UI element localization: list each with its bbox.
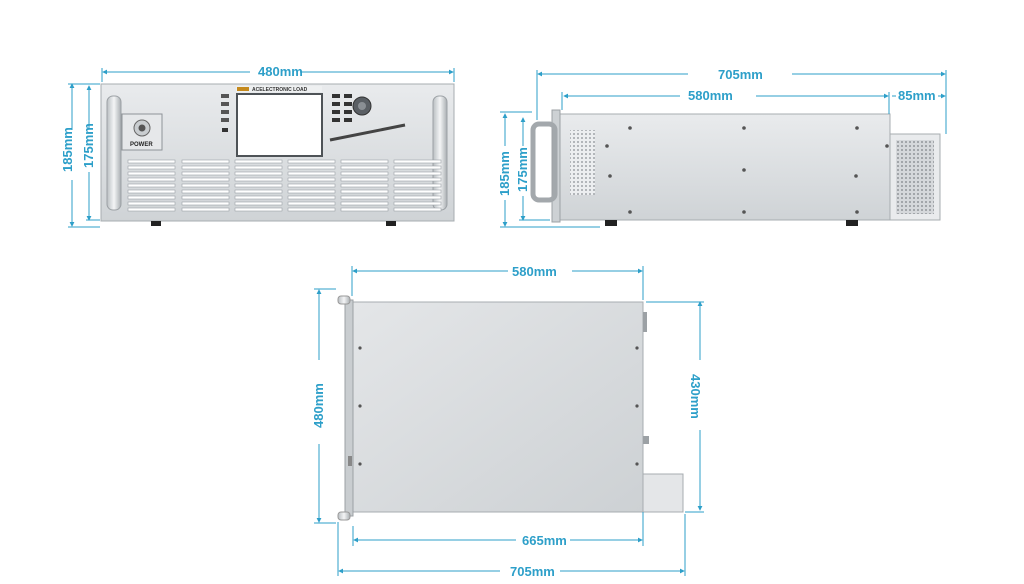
vent-slot bbox=[181, 159, 230, 164]
vent-slot bbox=[287, 201, 336, 206]
brand-label: ACELECTRONIC LOAD bbox=[252, 87, 308, 93]
vent-slot bbox=[393, 195, 442, 200]
vent-slot bbox=[393, 183, 442, 188]
side-view bbox=[530, 109, 941, 226]
vent-slot bbox=[181, 177, 230, 182]
vent-slot bbox=[287, 189, 336, 194]
top-body-length-label: 580mm bbox=[512, 264, 557, 279]
side-foot-left bbox=[605, 220, 617, 226]
vent-slot bbox=[340, 177, 389, 182]
top-fan-housing bbox=[642, 473, 684, 513]
front-foot-left bbox=[151, 221, 161, 226]
vent-slot bbox=[234, 165, 283, 170]
rear-vent-grid bbox=[896, 140, 934, 214]
side-rear-extension-label: 85mm bbox=[898, 88, 936, 103]
vent-slot bbox=[340, 159, 389, 164]
vent-slot bbox=[181, 207, 230, 212]
top-depth-label: 430mm bbox=[688, 374, 703, 419]
vent-slot bbox=[234, 183, 283, 188]
vent-slot bbox=[181, 171, 230, 176]
top-handle-lower bbox=[337, 511, 351, 521]
vent-slot bbox=[181, 183, 230, 188]
vent-slot bbox=[287, 177, 336, 182]
top-total-length-label: 705mm bbox=[510, 564, 555, 579]
top-screws bbox=[358, 346, 639, 466]
power-label: POWER bbox=[130, 142, 153, 148]
lcd-display bbox=[236, 93, 323, 157]
top-width-label: 480mm bbox=[311, 383, 326, 428]
top-front-edge bbox=[344, 299, 354, 517]
vent-slot bbox=[393, 177, 442, 182]
vent-slot bbox=[181, 165, 230, 170]
vent-slot bbox=[127, 195, 176, 200]
vent-slot bbox=[127, 165, 176, 170]
front-handle-left bbox=[106, 95, 122, 211]
vent-slot bbox=[234, 207, 283, 212]
vent-slot bbox=[181, 189, 230, 194]
vent-slot bbox=[234, 201, 283, 206]
vent-slot bbox=[181, 195, 230, 200]
top-handle-upper bbox=[337, 295, 351, 305]
vent-slot bbox=[393, 201, 442, 206]
vent-slot bbox=[393, 207, 442, 212]
vent-slot bbox=[234, 171, 283, 176]
vent-slot bbox=[287, 171, 336, 176]
side-length-body-label: 580mm bbox=[688, 88, 733, 103]
side-foot-right bbox=[846, 220, 858, 226]
brand-strip bbox=[236, 86, 322, 92]
vent-slot bbox=[127, 177, 176, 182]
vent-slot bbox=[340, 207, 389, 212]
front-width-label: 480mm bbox=[258, 64, 303, 79]
vent-slot bbox=[340, 165, 389, 170]
vent-slot bbox=[181, 201, 230, 206]
vent-slot bbox=[393, 159, 442, 164]
vent-slot bbox=[340, 183, 389, 188]
vent-slot bbox=[234, 195, 283, 200]
vent-slot bbox=[393, 171, 442, 176]
vent-slot bbox=[287, 183, 336, 188]
vent-slot bbox=[234, 159, 283, 164]
side-length-total-label: 705mm bbox=[718, 67, 763, 82]
vent-slot bbox=[127, 159, 176, 164]
top-dimensions: 580mm 480mm 430mm 665mm 705mm bbox=[311, 264, 704, 579]
front-view: POWER ACELECTRONIC LOAD bbox=[100, 83, 455, 226]
side-handle bbox=[530, 121, 558, 203]
side-screws bbox=[605, 126, 889, 214]
top-chassis bbox=[350, 301, 644, 513]
front-dimensions: 480mm 185mm 175mm bbox=[60, 64, 455, 228]
front-height-body-label: 175mm bbox=[81, 123, 96, 168]
vent-slot bbox=[287, 207, 336, 212]
side-vent-front bbox=[570, 130, 595, 195]
vent-slot bbox=[340, 189, 389, 194]
top-inner-length-label: 665mm bbox=[522, 533, 567, 548]
vent-slot bbox=[287, 165, 336, 170]
vent-slot bbox=[393, 165, 442, 170]
side-chassis bbox=[555, 113, 891, 221]
front-keypad bbox=[332, 94, 352, 122]
front-vent-slots bbox=[127, 159, 442, 212]
side-height-total-label: 185mm bbox=[497, 151, 512, 196]
vent-slot bbox=[234, 177, 283, 182]
front-button-column bbox=[221, 94, 229, 132]
front-height-total-label: 185mm bbox=[60, 127, 75, 172]
vent-slot bbox=[127, 171, 176, 176]
vent-slot bbox=[393, 189, 442, 194]
vent-slot bbox=[340, 171, 389, 176]
vent-slot bbox=[127, 189, 176, 194]
vent-slot bbox=[340, 195, 389, 200]
vent-slot bbox=[234, 189, 283, 194]
vent-slot bbox=[127, 207, 176, 212]
vent-slot bbox=[287, 195, 336, 200]
vent-slot bbox=[127, 201, 176, 206]
vent-slot bbox=[127, 183, 176, 188]
side-dimensions: 705mm 580mm 85mm 185mm 175mm bbox=[497, 67, 947, 228]
vent-slot bbox=[340, 201, 389, 206]
top-view bbox=[337, 295, 684, 521]
side-height-body-label: 175mm bbox=[515, 147, 530, 192]
vent-slot bbox=[287, 159, 336, 164]
front-foot-right bbox=[386, 221, 396, 226]
